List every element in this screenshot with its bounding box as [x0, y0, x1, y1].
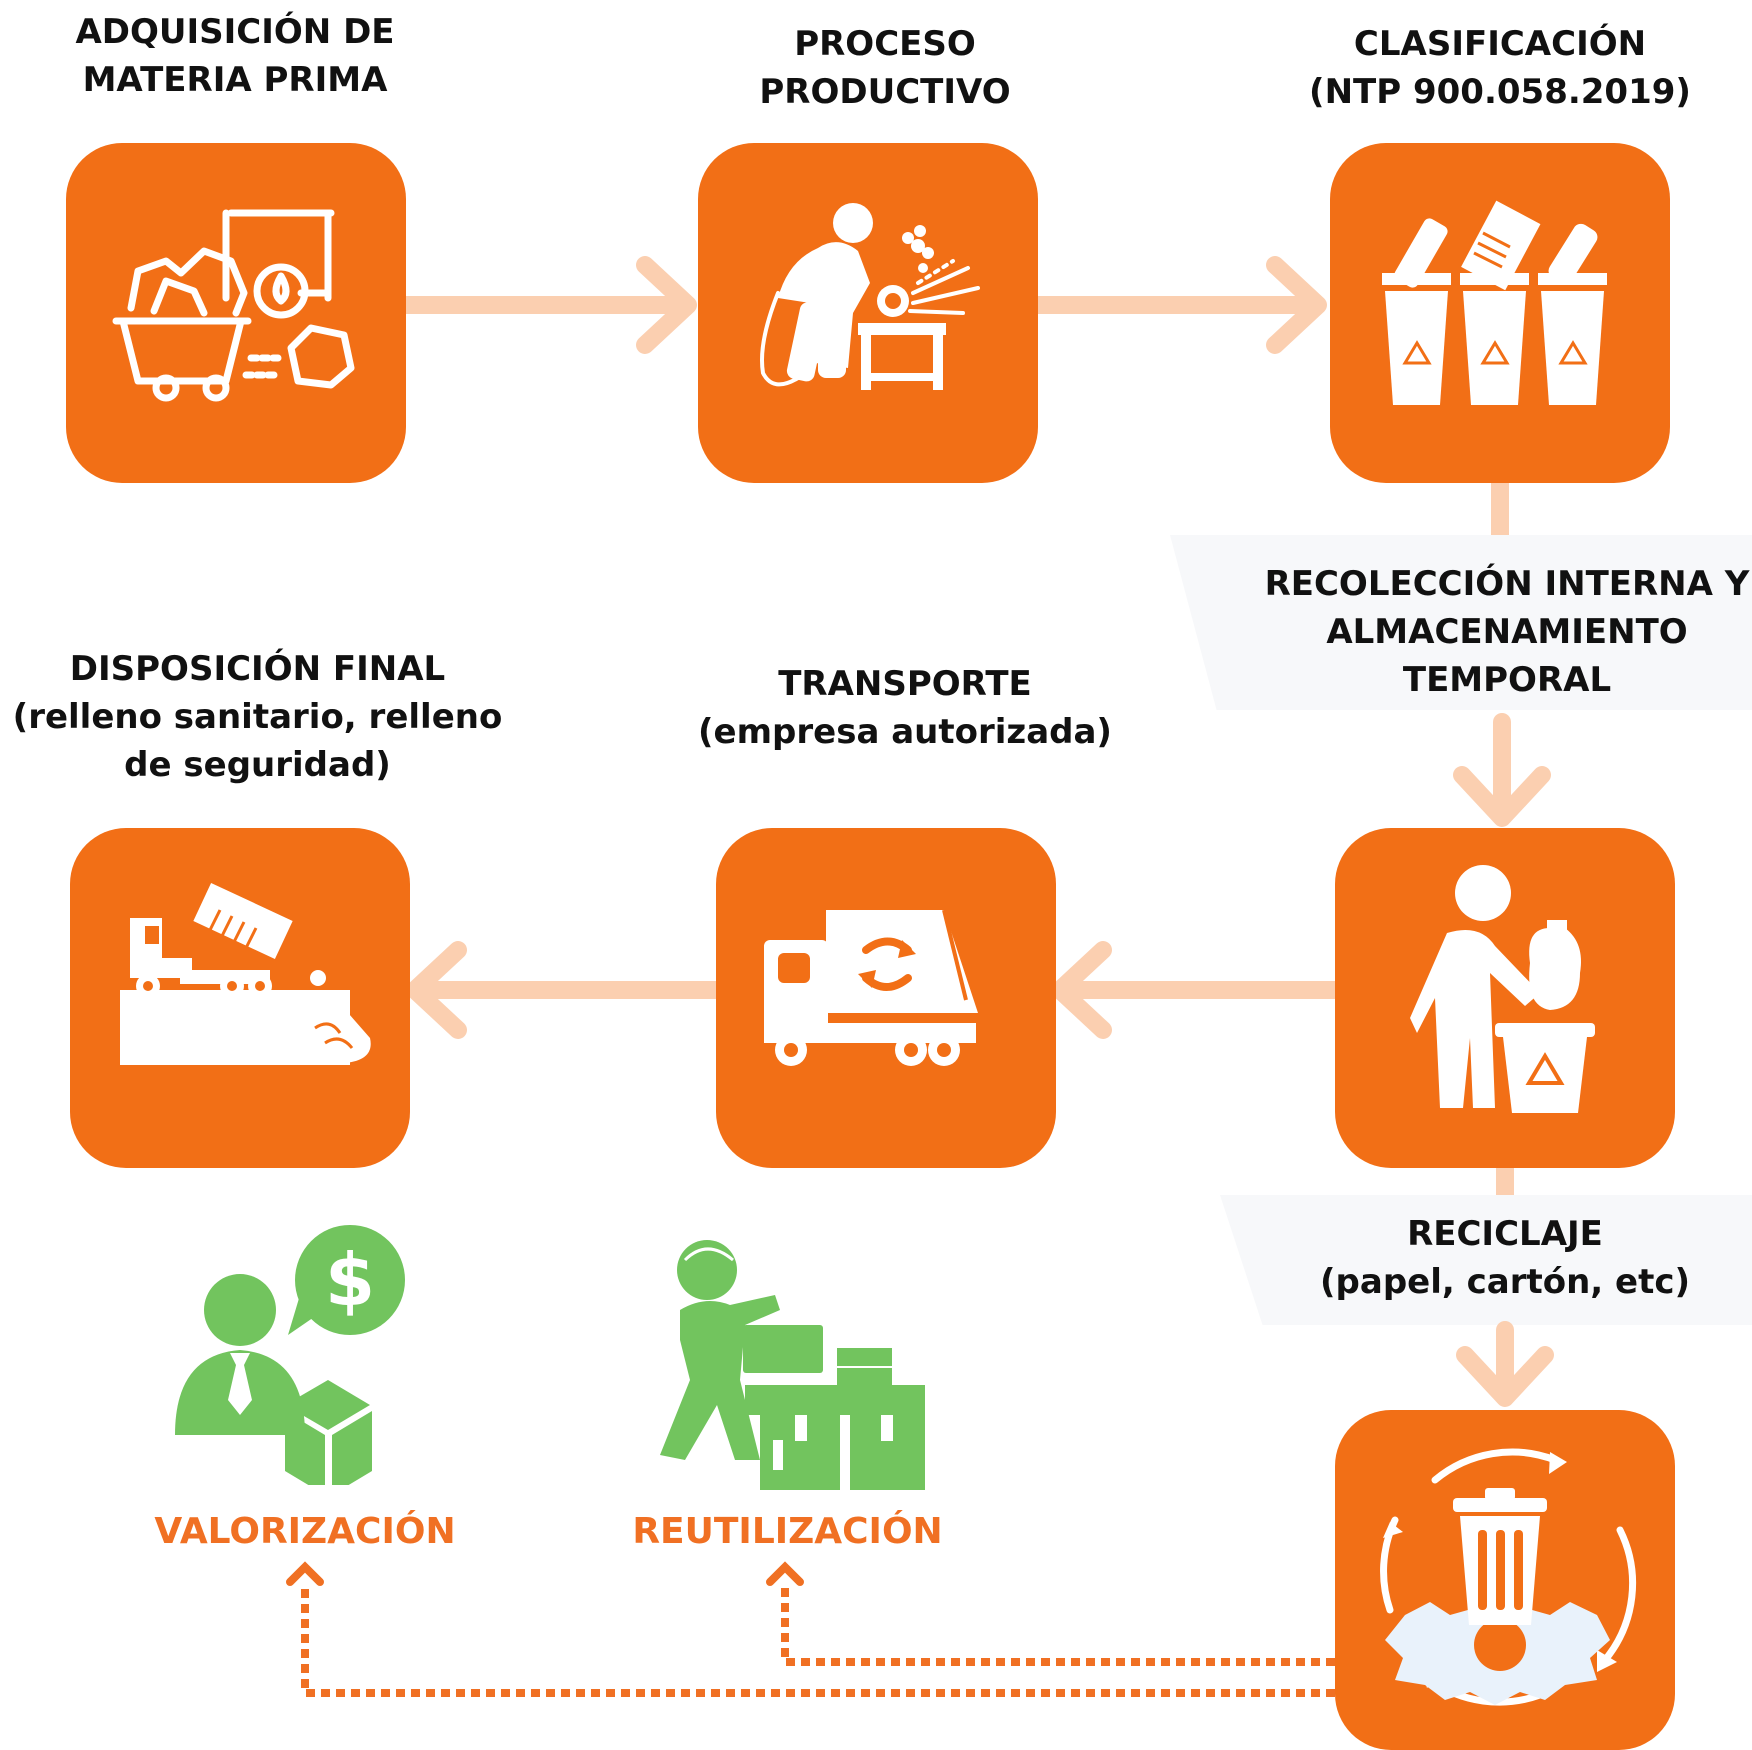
box-adquisicion	[66, 143, 406, 483]
box-proceso	[698, 143, 1038, 483]
label-proceso-line1: PROCESO	[794, 24, 976, 64]
box-recoleccion	[1335, 828, 1675, 1168]
label-proceso: PROCESO PRODUCTIVO	[700, 20, 1070, 116]
box-clasificacion	[1330, 143, 1670, 483]
label-transporte: TRANSPORTE (empresa autorizada)	[690, 660, 1120, 756]
garbage-truck-icon	[764, 909, 978, 1066]
label-clasificacion-line2: (NTP 900.058.2019)	[1309, 72, 1691, 112]
recycle-bin-gear-icon	[1380, 1448, 1637, 1706]
dotted-arrow-reutilizacion	[781, 1585, 1335, 1666]
label-adquisicion-line1: ADQUISICIÓN DE	[75, 12, 395, 52]
label-reciclaje-line2: (papel, cartón, etc)	[1320, 1262, 1691, 1302]
label-proceso-line2: PRODUCTIVO	[759, 72, 1011, 112]
label-reciclaje-line1: RECICLAJE	[1407, 1214, 1603, 1254]
reciclaje-band	[1220, 1195, 1752, 1325]
label-disposicion-line2: (relleno sanitario, relleno	[12, 697, 503, 737]
label-recoleccion-line1: RECOLECCIÓN INTERNA Y	[1264, 564, 1750, 604]
label-transporte-line1: TRANSPORTE	[778, 664, 1032, 704]
label-recoleccion: RECOLECCIÓN INTERNA Y ALMACENAMIENTO TEM…	[1262, 560, 1752, 704]
welder-worker-icon	[760, 203, 980, 390]
arrow-rec-recic-head	[1456, 1346, 1554, 1407]
businessman-dollar-box-icon: $	[175, 1225, 405, 1485]
arrow-rec-trans-head	[1051, 941, 1112, 1039]
recycling-bins-icon	[1382, 200, 1607, 405]
dotted-arrow-valorizacion-head	[286, 1561, 324, 1586]
label-disposicion: DISPOSICIÓN FINAL (relleno sanitario, re…	[10, 645, 505, 789]
mining-cart-icon	[112, 209, 355, 402]
arrow-adq-proc-head	[636, 256, 697, 354]
arrow-clas-rec-head	[1453, 766, 1551, 827]
person-throwing-bag-icon	[1410, 865, 1595, 1113]
worker-boxes-icon	[660, 1240, 925, 1490]
recoleccion-band	[1170, 535, 1752, 710]
label-reutilizacion: REUTILIZACIÓN	[632, 1511, 943, 1552]
label-transporte-line2: (empresa autorizada)	[698, 712, 1112, 752]
box-reciclaje	[1335, 1410, 1675, 1750]
dotted-arrow-valorizacion	[301, 1585, 1335, 1697]
label-clasificacion-line1: CLASIFICACIÓN	[1353, 24, 1647, 64]
label-recoleccion-line2: ALMACENAMIENTO	[1326, 612, 1688, 652]
label-reciclaje: RECICLAJE (papel, cartón, etc)	[1320, 1210, 1690, 1306]
label-adquisicion-line2: MATERIA PRIMA	[82, 60, 388, 100]
svg-text:$: $	[325, 1238, 375, 1322]
label-disposicion-line3: de seguridad)	[124, 745, 391, 785]
arrow-proc-clas-head	[1266, 256, 1327, 354]
label-disposicion-line1: DISPOSICIÓN FINAL	[69, 649, 446, 689]
label-valorizacion: VALORIZACIÓN	[154, 1511, 456, 1552]
dotted-arrow-reutilizacion-head	[766, 1561, 804, 1586]
label-recoleccion-line3: TEMPORAL	[1402, 660, 1612, 700]
arrow-trans-disp-head	[406, 941, 467, 1039]
label-adquisicion: ADQUISICIÓN DE MATERIA PRIMA	[50, 8, 420, 104]
dump-truck-landfill-icon	[120, 882, 371, 1065]
box-transporte	[716, 828, 1056, 1168]
label-clasificacion: CLASIFICACIÓN (NTP 900.058.2019)	[1300, 20, 1700, 116]
box-disposicion	[70, 828, 410, 1168]
